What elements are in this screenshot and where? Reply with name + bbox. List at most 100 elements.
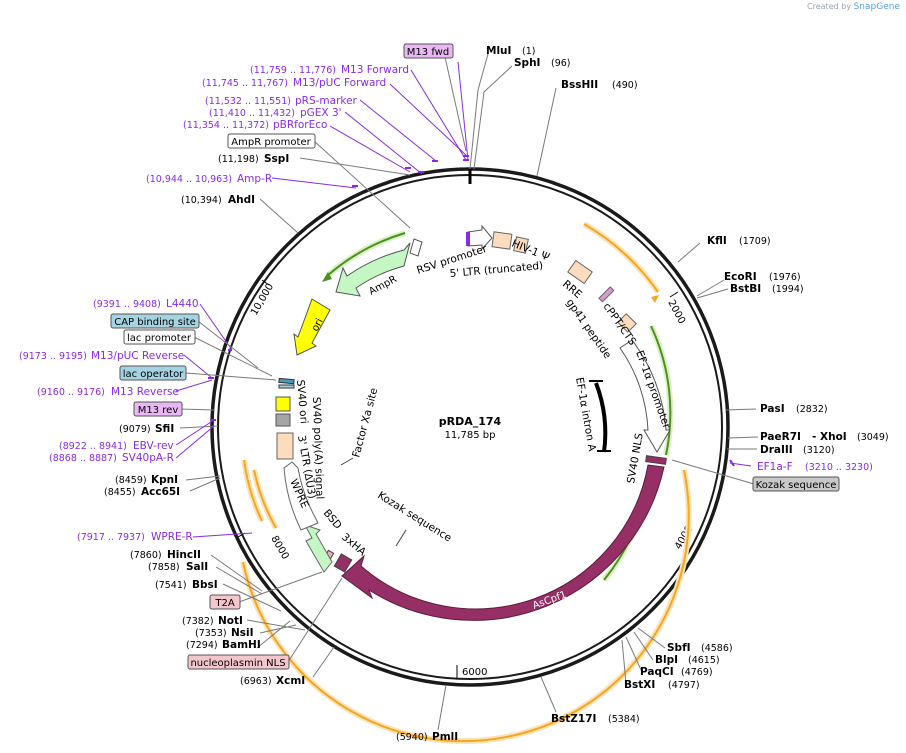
kozak-box[interactable] [752, 476, 840, 492]
primer-ef1a-f[interactable]: EF1a-F [757, 461, 793, 473]
enzyme-sbfi[interactable]: SbfI [667, 642, 691, 654]
primer-m13-reverse[interactable]: M13 Reverse [111, 386, 179, 398]
primer-l4440[interactable]: L4440 [166, 298, 199, 310]
enzyme-bamhi[interactable]: BamHI [222, 639, 261, 651]
lac-promoter-box[interactable] [123, 329, 196, 345]
ef1a-promoter-arrow[interactable] [619, 339, 671, 453]
enzyme-pmli-pos: (5940) [396, 732, 428, 743]
primer-wpre-r-pos: (7917 .. 7937) [77, 532, 145, 543]
orf-arc-1-head [651, 295, 659, 303]
enzyme-bstz17i-pos: (5384) [608, 714, 640, 725]
rre-feature[interactable] [567, 259, 593, 285]
primer-m13-forward-pos: (11,759 .. 11,776) [250, 65, 336, 76]
enzyme-blpi[interactable]: BlpI [655, 654, 678, 666]
ef1a-intron-arc[interactable] [594, 382, 608, 453]
enzyme-acc65i[interactable]: Acc65I [141, 486, 180, 498]
cap-binding-site-box[interactable] [110, 313, 200, 329]
enzyme-bbsi[interactable]: BbsI [192, 579, 218, 591]
ltr3-feature[interactable] [276, 432, 294, 460]
primer-prs-marker-pos: (11,532 .. 11,551) [205, 96, 291, 107]
enzyme-bstbi[interactable]: BstBI [730, 283, 761, 295]
ampr-arrow[interactable] [335, 242, 411, 297]
lac-promoter-label: lac promoter [127, 333, 192, 344]
enzyme-bsshii[interactable]: BssHII [561, 79, 598, 91]
enzyme-kpni[interactable]: KpnI [151, 474, 178, 486]
primer-pbrforeco[interactable]: pBRforEco [273, 119, 327, 131]
enzyme-sspi[interactable]: SspI [264, 153, 289, 165]
sv40-nls-feature[interactable] [645, 455, 667, 465]
primer-amp-r[interactable]: Amp-R [237, 173, 272, 185]
enzyme-draiii[interactable]: DraIII [760, 444, 793, 456]
enzyme-mlui[interactable]: MluI [486, 45, 511, 57]
ltr5-feature[interactable] [491, 231, 513, 250]
gp41-peptide-feature[interactable] [598, 286, 615, 303]
enzyme-ecori[interactable]: EcoRI [724, 271, 757, 283]
primer-wpre-r[interactable]: WPRE-R [151, 531, 193, 543]
primer-sv40pa-r[interactable]: SV40pA-R [122, 452, 174, 464]
enzyme-xcmi-pos: (6963) [240, 676, 272, 687]
ori-arrow[interactable] [293, 298, 331, 356]
label-5ltr: 5' LTR (truncated) [449, 260, 543, 280]
m13-fwd-box[interactable] [403, 43, 454, 59]
enzyme-bstxi[interactable]: BstXI [624, 679, 655, 691]
enzyme-noti-pos: (7382) [182, 616, 214, 627]
ascpf1-arrow[interactable] [341, 464, 665, 621]
primer-m13puc-forward[interactable]: M13/pUC Forward [293, 77, 386, 89]
label-3xha: 3xHA [339, 531, 369, 559]
box-leaders [179, 56, 755, 663]
enzyme-bbsi-pos: (7541) [155, 580, 187, 591]
nucleoplasmin-nls-box[interactable] [187, 654, 290, 670]
enzyme-sbfi-pos: (4586) [701, 643, 733, 654]
ampr-promoter-label: AmpR promoter [231, 137, 311, 148]
hiv-psi-feature[interactable] [513, 236, 529, 254]
enzyme-bstz17i[interactable]: BstZ17I [551, 713, 596, 725]
primer-amp-r-pos: (10,944 .. 10,963) [146, 174, 232, 185]
cppt-cts-feature[interactable] [617, 313, 637, 333]
enzyme-ahdi[interactable]: AhdI [228, 194, 255, 206]
plasmid-size: 11,785 bp [445, 430, 496, 441]
enzyme-pmli[interactable]: PmlI [432, 731, 458, 743]
enzyme-paer7i[interactable]: PaeR7I [760, 431, 801, 443]
enzyme-nsii[interactable]: NsiI [231, 627, 254, 639]
enzyme-kpni-pos: (8459) [115, 475, 147, 486]
enzyme-pasi-pos: (2832) [796, 404, 828, 415]
sv40-polya-feature[interactable] [275, 413, 291, 427]
factor-xa-leader [340, 457, 354, 466]
primer-pgex3[interactable]: pGEX 3' [300, 107, 342, 119]
m13-rev-box[interactable] [133, 401, 183, 417]
enzyme-hincii-pos: (7860) [130, 550, 162, 561]
lac-operator-box[interactable] [119, 365, 187, 381]
primer-ebv-rev[interactable]: EBV-rev [133, 440, 174, 452]
enzyme-ahdi-pos: (10,394) [181, 195, 222, 206]
tick-label-6000: 6000 [462, 667, 487, 678]
primer-m13-forward[interactable]: M13 Forward [341, 64, 409, 76]
enzyme-paqci[interactable]: PaqCI [640, 666, 674, 678]
rsv-promoter-arrow[interactable] [467, 224, 493, 251]
enzyme-kfli[interactable]: KflI [707, 235, 727, 247]
enzyme-sfii[interactable]: SfiI [155, 423, 174, 435]
primer-m13puc-reverse-pos: (9173 .. 9195) [19, 351, 87, 362]
ampr-promoter-box[interactable] [227, 133, 316, 149]
enzyme-hincii[interactable]: HincII [167, 549, 201, 561]
wpre-feature[interactable] [283, 461, 319, 531]
enzyme-pasi[interactable]: PasI [760, 403, 785, 415]
enzyme-xcmi[interactable]: XcmI [276, 675, 305, 687]
m13-rev-label: M13 rev [138, 405, 179, 416]
enzyme-sphi[interactable]: SphI [514, 57, 540, 69]
enzyme-bstxi-pos: (4797) [668, 680, 700, 691]
bsd-arrow[interactable] [303, 524, 333, 573]
enzyme-sali[interactable]: SalI [186, 561, 208, 573]
orf-arc-1 [583, 223, 659, 293]
label-sv40-nls: SV40 NLS [625, 432, 646, 485]
enzyme-xhoi[interactable]: - XhoI [812, 431, 847, 443]
label-hiv-psi: HIV-1 Ψ [510, 238, 551, 264]
sv40-ori-feature[interactable] [275, 396, 291, 412]
m13-fwd-label: M13 fwd [407, 47, 449, 58]
3xha-feature[interactable] [333, 553, 353, 573]
enzyme-noti[interactable]: NotI [218, 615, 243, 627]
enzyme-bstbi-pos: (1994) [772, 284, 804, 295]
primer-m13puc-reverse[interactable]: M13/pUC Reverse [91, 350, 184, 362]
t2a-box[interactable] [209, 594, 241, 610]
enzyme-kfli-pos: (1709) [739, 236, 771, 247]
primer-prs-marker[interactable]: pRS-marker [295, 95, 358, 107]
